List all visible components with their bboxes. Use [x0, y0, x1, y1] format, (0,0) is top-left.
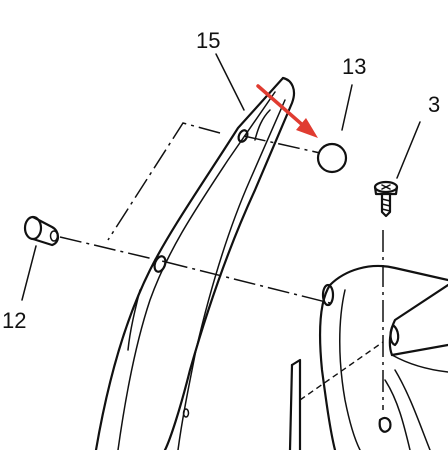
callout-3: 3	[428, 92, 440, 117]
callout-15: 15	[196, 28, 220, 53]
highlight-arrow	[256, 84, 318, 138]
part-12-grommet	[21, 215, 60, 301]
part-15-trim-panel	[94, 76, 296, 450]
callout-12: 12	[2, 308, 26, 333]
part-3-screw	[373, 121, 421, 218]
part-13-plug	[316, 84, 353, 174]
callout-13: 13	[342, 54, 366, 79]
center-lines	[59, 122, 384, 410]
trim-strip	[288, 358, 302, 450]
body-panel	[318, 264, 448, 450]
